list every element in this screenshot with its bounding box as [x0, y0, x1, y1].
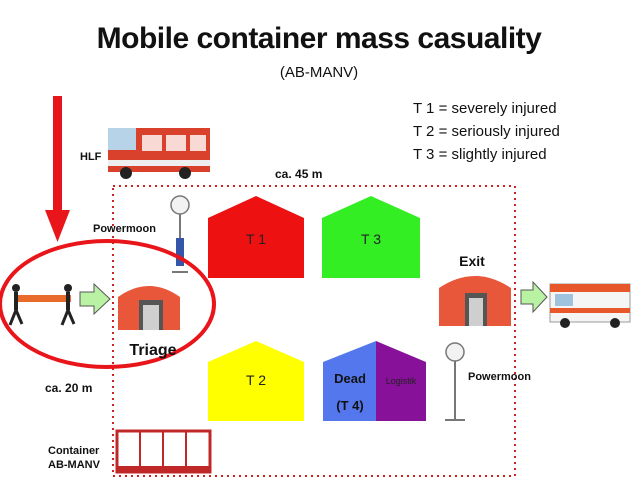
legend-t2: T 2 = seriously injured [413, 123, 560, 140]
container-sublabel: AB-MANV [48, 459, 101, 471]
height-label: ca. 20 m [45, 381, 92, 395]
flow-arrow-icon [79, 282, 111, 316]
page-title: Mobile container mass casuality [96, 22, 542, 55]
container-label: Container [48, 445, 100, 457]
container-icon [115, 429, 212, 474]
zone-dead-sublabel: (T 4) [336, 398, 363, 413]
triage-tent-icon [118, 286, 180, 330]
site-boundary [112, 185, 516, 477]
legend-t3: T 3 = slightly injured [413, 146, 547, 163]
ambulance-icon [549, 283, 631, 328]
zone-logistics-label: Logistik [386, 376, 417, 386]
page-subtitle: (AB-MANV) [279, 64, 359, 81]
zone-dead [323, 341, 376, 421]
exit-tent-icon [439, 276, 511, 326]
zone-t1 [208, 196, 304, 278]
legend-t1: T 1 = severely injured [413, 100, 557, 117]
arrival-arrow [45, 96, 70, 242]
flow-arrow-icon [520, 280, 548, 314]
zone-t3-label: T 3 [361, 231, 381, 247]
powermoon-light-icon [170, 195, 190, 273]
fire-truck-icon [108, 128, 210, 179]
width-label: ca. 45 m [275, 167, 322, 181]
exit-label: Exit [459, 253, 485, 269]
triage-highlight [0, 239, 216, 369]
powermoon-light-icon [445, 342, 465, 421]
zone-t1-label: T 1 [246, 231, 266, 247]
zone-logistics [376, 341, 426, 421]
stretcher-bearers-icon [8, 284, 76, 326]
hlf-label: HLF [80, 151, 102, 163]
zone-dead-label: Dead [334, 371, 366, 386]
triage-label: Triage [129, 342, 176, 359]
powermoon-bottom-label: Powermoon [468, 371, 531, 383]
powermoon-top-label: Powermoon [93, 223, 156, 235]
zone-t2-label: T 2 [246, 372, 266, 388]
zone-t2 [208, 341, 304, 421]
zone-t3 [322, 196, 420, 278]
